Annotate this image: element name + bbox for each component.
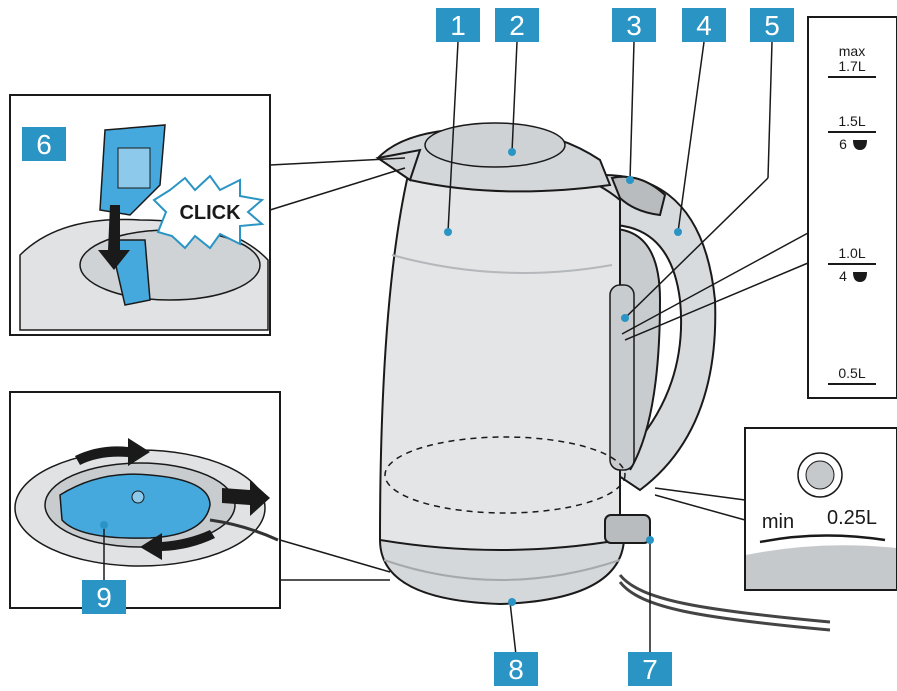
min-value: 0.25L <box>827 507 877 529</box>
callout-3: 3 <box>612 8 656 42</box>
mark-0-5-value: 0.5L <box>838 365 865 381</box>
max-label: max <box>839 43 865 59</box>
filter-inset: CLICK <box>10 95 405 335</box>
svg-text:4: 4 <box>696 10 712 41</box>
callout-8: 8 <box>494 652 538 686</box>
callout-6: 6 <box>22 127 66 161</box>
callout-5: 5 <box>750 8 794 42</box>
water-scale: max 1.7L 1.5L 6 1.0L 4 0.5L <box>808 17 897 398</box>
svg-text:9: 9 <box>96 582 112 613</box>
kettle-body <box>380 158 620 550</box>
power-switch <box>605 515 650 543</box>
mark-1-0-value: 1.0L <box>838 245 865 261</box>
max-value: 1.7L <box>838 58 865 74</box>
svg-text:1: 1 <box>450 10 466 41</box>
callout-4: 4 <box>682 8 726 42</box>
svg-text:3: 3 <box>626 10 642 41</box>
min-inset: min 0.25L <box>655 428 897 590</box>
svg-text:2: 2 <box>509 10 525 41</box>
svg-text:5: 5 <box>764 10 780 41</box>
base-inset <box>10 392 390 608</box>
svg-text:7: 7 <box>642 654 658 685</box>
mark-1-0-cups: 4 <box>839 268 847 284</box>
callout-1: 1 <box>436 8 480 42</box>
svg-text:8: 8 <box>508 654 524 685</box>
callout-7: 7 <box>628 652 672 686</box>
callout-9: 9 <box>82 580 126 614</box>
min-label: min <box>762 511 794 533</box>
svg-text:6: 6 <box>36 129 52 160</box>
click-label: CLICK <box>179 202 241 224</box>
mark-1-5-cups: 6 <box>839 136 847 152</box>
callout-2: 2 <box>495 8 539 42</box>
mark-1-5-value: 1.5L <box>838 113 865 129</box>
base-filter <box>60 474 210 538</box>
